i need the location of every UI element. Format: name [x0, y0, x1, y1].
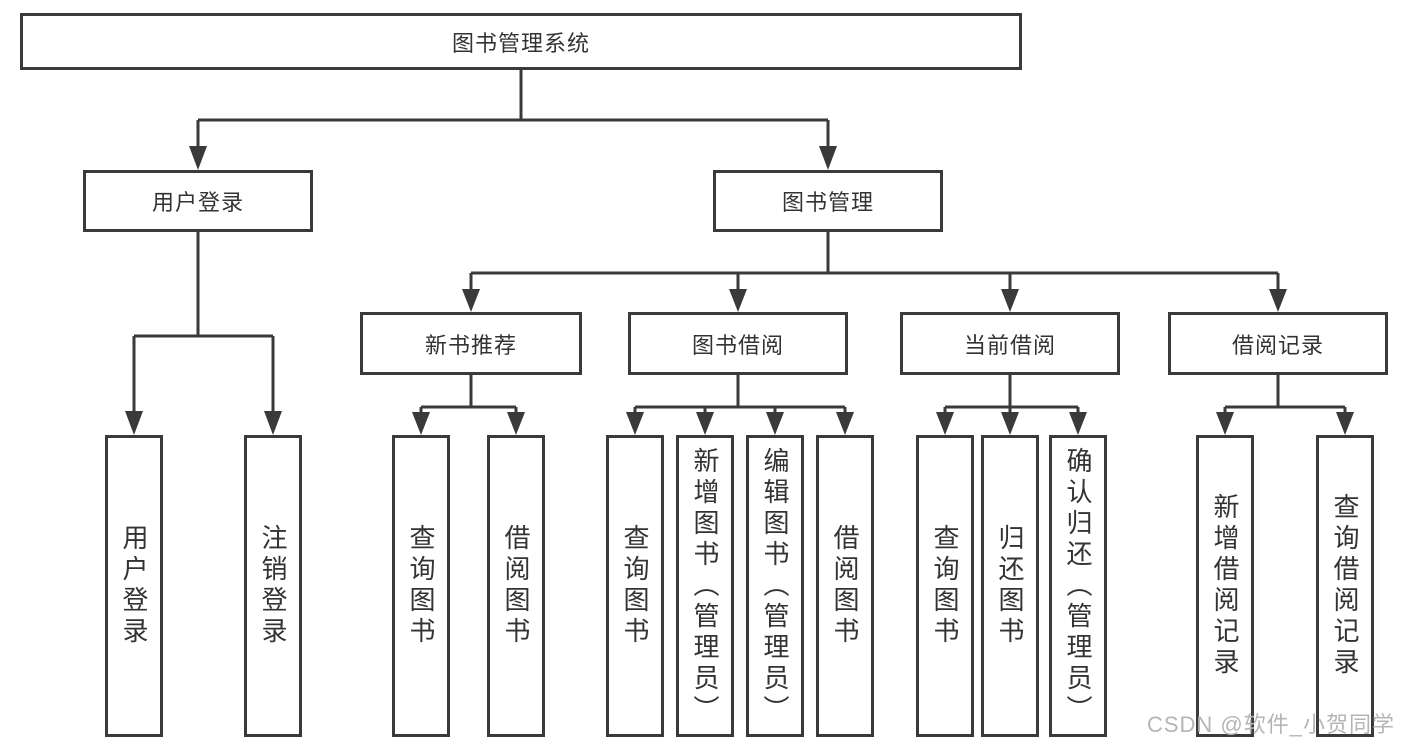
node-new-book-recommend: 新书推荐: [360, 312, 582, 375]
node-current-borrowing-label: 当前借阅: [963, 332, 1056, 358]
connector-current-to-leaves: [936, 375, 1087, 435]
leaf-label: 查询图书: [406, 524, 436, 648]
node-leaf-current-confirm-return-admin: 确认归还（管理员）: [1049, 435, 1107, 737]
node-leaf-records-add-record: 新增借阅记录: [1196, 435, 1254, 737]
node-borrowing-records-label: 借阅记录: [1231, 332, 1324, 358]
node-user-login: 用户登录: [83, 170, 313, 232]
node-new-book-recommend-label: 新书推荐: [424, 332, 517, 358]
node-leaf-current-query-books: 查询图书: [916, 435, 974, 737]
connector-userlogin-to-leaves: [125, 232, 282, 435]
node-leaf-borrowing-edit-books-admin: 编辑图书（管理员）: [746, 435, 804, 737]
node-leaf-user-login-action: 用户登录: [105, 435, 163, 737]
connector-borrowing-to-leaves: [626, 375, 854, 435]
leaf-label: 注销登录: [258, 524, 288, 648]
node-leaf-borrowing-borrow-books: 借阅图书: [816, 435, 874, 737]
node-leaf-current-return-books: 归还图书: [981, 435, 1039, 737]
node-user-login-label: 用户登录: [151, 190, 244, 215]
node-leaf-borrowing-add-books-admin: 新增图书（管理员）: [676, 435, 734, 737]
node-leaf-logout: 注销登录: [244, 435, 302, 737]
node-root-label: 图书管理系统: [451, 30, 590, 56]
node-leaf-borrowing-query-books: 查询图书: [606, 435, 664, 737]
node-borrowing-records: 借阅记录: [1168, 312, 1388, 375]
leaf-label: 用户登录: [119, 524, 149, 648]
connector-recommend-to-leaves: [412, 375, 525, 435]
node-book-management: 图书管理: [713, 170, 943, 232]
node-leaf-records-query-record: 查询借阅记录: [1316, 435, 1374, 737]
node-book-borrowing-label: 图书借阅: [691, 332, 784, 358]
leaf-label: 借阅图书: [501, 524, 531, 648]
node-leaf-recommend-query-books: 查询图书: [392, 435, 450, 737]
leaf-label: 借阅图书: [830, 524, 860, 648]
leaf-label: 新增图书（管理员）: [690, 446, 720, 726]
leaf-label: 确认归还（管理员）: [1063, 446, 1093, 726]
leaf-label: 编辑图书（管理员）: [760, 446, 790, 726]
node-root-library-management-system: 图书管理系统: [20, 13, 1022, 70]
leaf-label: 查询图书: [930, 524, 960, 648]
connector-root-to-level2: [189, 70, 837, 170]
leaf-label: 归还图书: [995, 524, 1025, 648]
node-current-borrowing: 当前借阅: [900, 312, 1120, 375]
leaf-label: 新增借阅记录: [1210, 493, 1240, 679]
connector-records-to-leaves: [1216, 375, 1354, 435]
leaf-label: 查询图书: [620, 524, 650, 648]
node-leaf-recommend-borrow-books: 借阅图书: [487, 435, 545, 737]
node-book-borrowing: 图书借阅: [628, 312, 848, 375]
node-book-management-label: 图书管理: [781, 190, 874, 215]
leaf-label: 查询借阅记录: [1330, 493, 1360, 679]
connector-bookmgmt-to-level3: [462, 232, 1287, 312]
